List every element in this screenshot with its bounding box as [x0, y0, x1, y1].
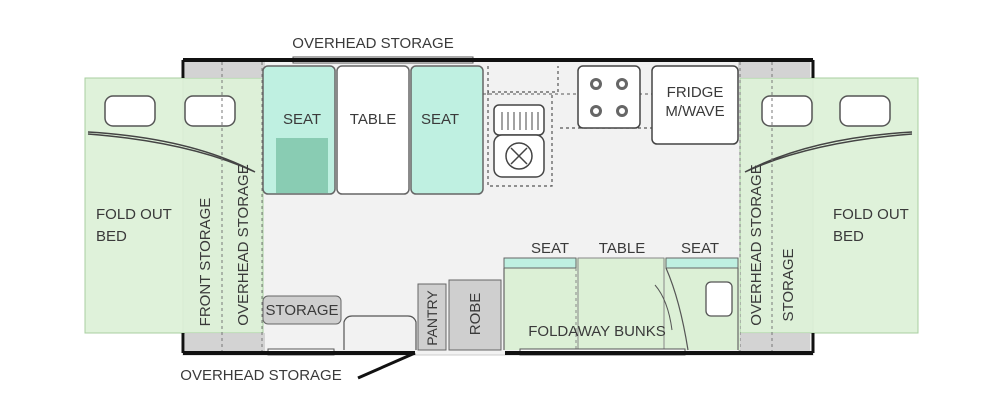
overhead-storage-left-label: OVERHEAD STORAGE — [235, 164, 252, 325]
fold-out-bed-left-line1: FOLD OUT — [96, 206, 172, 223]
seat-1-cushion — [276, 138, 328, 193]
drainer-grooves — [501, 112, 539, 130]
foldaway-bunks-label: FOLDAWAY BUNKS — [528, 323, 666, 340]
microwave-label: M/WAVE — [665, 103, 724, 120]
table-top-label: TABLE — [350, 111, 396, 128]
pantry-label: PANTRY — [424, 290, 440, 346]
robe-box — [448, 279, 502, 351]
table-top-box — [336, 65, 410, 195]
right-wall-storage-top — [738, 62, 810, 78]
fridge-box — [651, 65, 739, 145]
fold-out-bed-right-line2: BED — [833, 228, 864, 245]
robe-label: ROBE — [467, 293, 484, 336]
overhead-storage-top-label: OVERHEAD STORAGE — [292, 35, 453, 52]
front-storage-label: FRONT STORAGE — [197, 198, 214, 327]
burner-icons — [590, 78, 628, 117]
overhead-storage-right-label: OVERHEAD STORAGE — [748, 164, 765, 325]
left-wall-storage-top — [185, 62, 265, 78]
seat-3-label: SEAT — [531, 240, 569, 257]
left-wall-storage-bottom — [185, 333, 265, 353]
seat-4-label: SEAT — [681, 240, 719, 257]
right-pillow-outer — [839, 95, 891, 127]
storage-bottom-left-label: STORAGE — [265, 302, 338, 319]
left-pillow-outer — [104, 95, 156, 127]
seat-2-label: SEAT — [421, 111, 459, 128]
fold-out-bed-left-line2: BED — [96, 228, 127, 245]
table-bottom-label: TABLE — [599, 240, 645, 257]
bunk-pillow — [705, 281, 733, 317]
seat-2-box — [410, 65, 484, 195]
left-pillow-inner — [184, 95, 236, 127]
cooktop — [577, 65, 641, 129]
bunks-area — [504, 258, 740, 350]
seat-3-cushion — [503, 257, 577, 269]
fridge-label: FRIDGE — [667, 84, 724, 101]
overhead-storage-bottom-label: OVERHEAD STORAGE — [180, 367, 341, 384]
kitchen-bench-outline — [487, 66, 738, 187]
seat-4-cushion — [665, 257, 739, 269]
storage-bottom-left-box — [262, 295, 342, 325]
storage-right-label: STORAGE — [780, 248, 797, 321]
left-blanket-fold — [87, 131, 256, 173]
right-pillow-inner — [761, 95, 813, 127]
pantry-box — [417, 283, 447, 351]
seat-1-label: SEAT — [283, 111, 321, 128]
entry-door — [357, 351, 416, 380]
bunk-ladder-curve — [665, 267, 689, 351]
right-wall-storage-bottom — [738, 333, 810, 353]
right-blanket-fold — [744, 131, 913, 173]
entry-step — [343, 315, 417, 350]
fold-out-bed-right-line1: FOLD OUT — [833, 206, 909, 223]
